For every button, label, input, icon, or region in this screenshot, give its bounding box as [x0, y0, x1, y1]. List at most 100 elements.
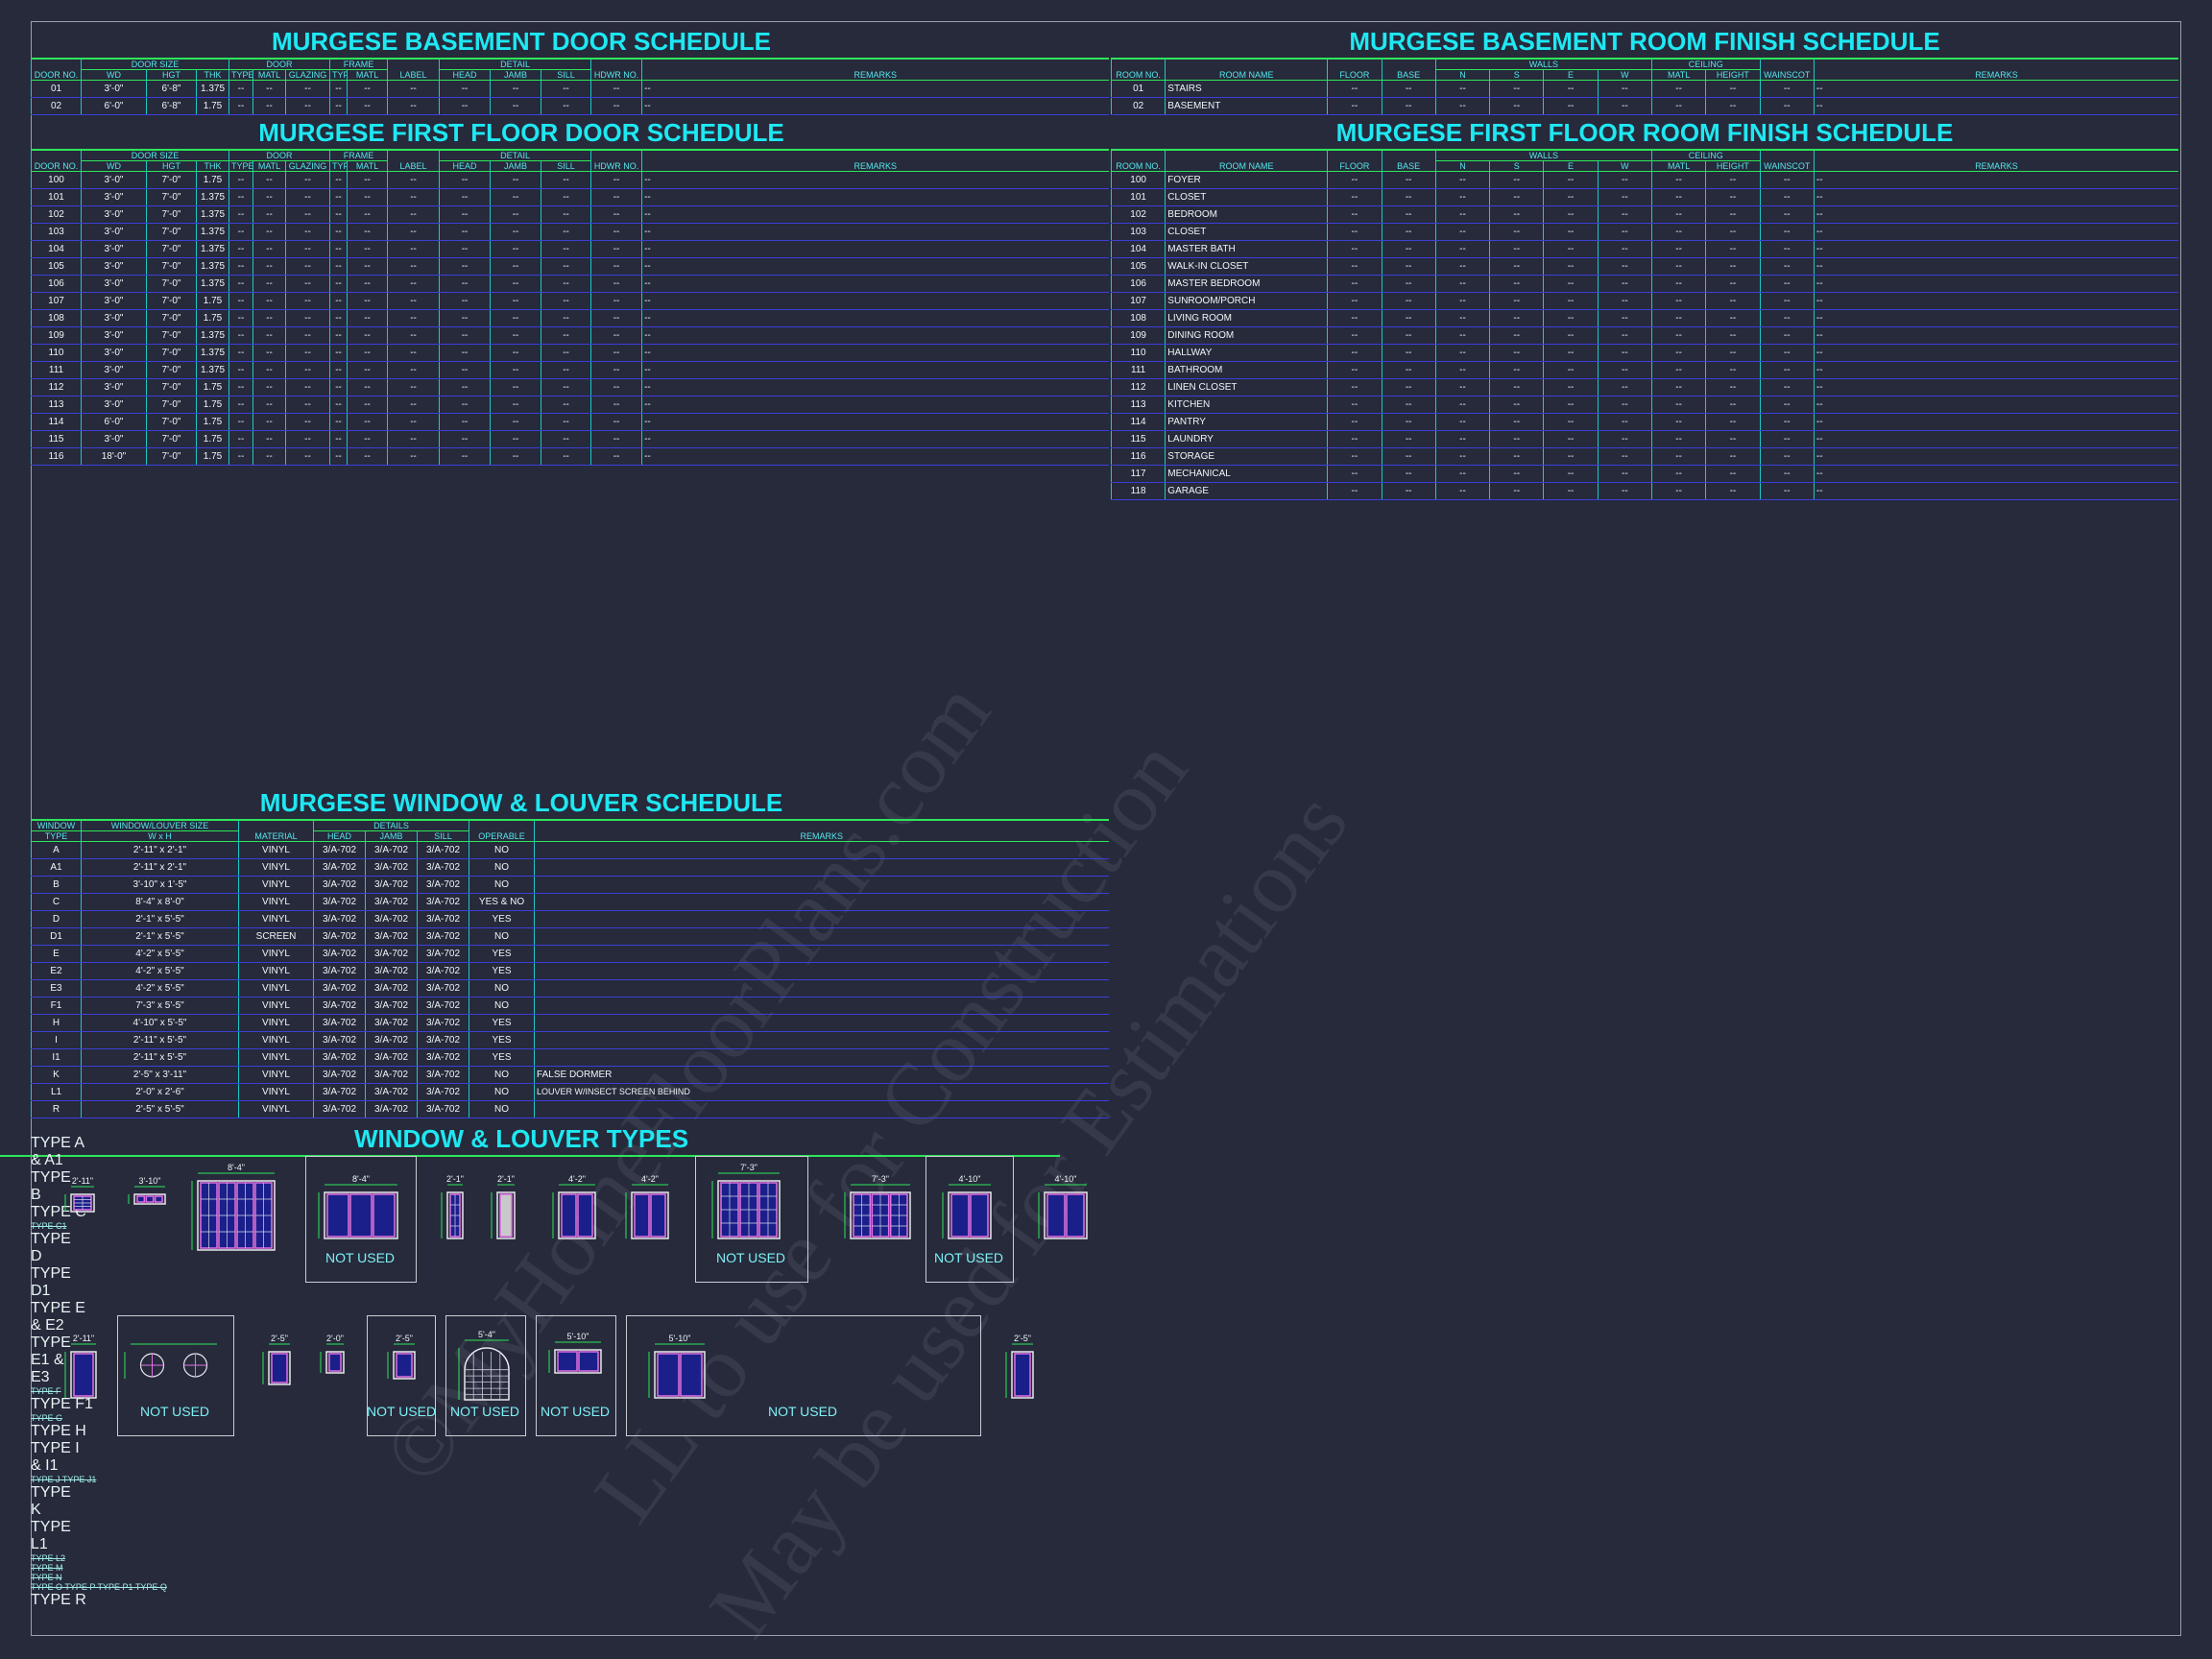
cell: --	[1705, 447, 1761, 466]
cell: --	[329, 361, 348, 379]
cell: 107	[31, 292, 82, 310]
cell: --	[439, 361, 491, 379]
cell: 3'-0"	[81, 257, 147, 276]
cell: --	[252, 378, 286, 397]
cell: --	[387, 309, 440, 327]
column-header: MATL	[1650, 160, 1706, 172]
cell: --	[228, 171, 253, 189]
cell: --	[541, 344, 591, 362]
cell: --	[284, 378, 330, 397]
window-type-label: TYPE D	[31, 1231, 71, 1264]
cell: --	[490, 378, 541, 397]
room-number-cell: 02	[1110, 97, 1166, 115]
cell: --	[439, 344, 491, 362]
cell: --	[1381, 465, 1436, 483]
cell: --	[329, 430, 348, 448]
cell: --	[1597, 309, 1652, 327]
window-type-label: TYPE C1	[31, 1221, 67, 1231]
column-header: N	[1434, 69, 1490, 81]
cell: 101	[31, 188, 82, 206]
cell: --	[439, 240, 491, 258]
cell: NO	[469, 841, 535, 859]
column-header: WD	[81, 69, 147, 81]
cell: --	[590, 413, 642, 431]
room-name-cell: STAIRS	[1165, 80, 1328, 98]
cell: --	[284, 361, 330, 379]
column-header: TYPE	[329, 160, 348, 172]
cell: 7'-0"	[146, 378, 197, 397]
room-name-cell: MECHANICAL	[1165, 465, 1328, 483]
cell: --	[1381, 344, 1436, 362]
cell: 2'-5" x 3'-11"	[81, 1066, 239, 1084]
window-type-label: TYPE H	[31, 1423, 86, 1439]
room-number-cell: 118	[1110, 482, 1166, 500]
cell: A	[31, 841, 82, 859]
cell: 3/A-702	[313, 910, 366, 928]
cell: YES	[469, 1048, 535, 1067]
cell: 3/A-702	[313, 858, 366, 877]
cell: --	[387, 97, 440, 115]
header-frame: FRAME	[329, 149, 388, 161]
remarks-cell: --	[1813, 344, 2178, 362]
cell: --	[284, 344, 330, 362]
room-name-cell: SUNROOM/PORCH	[1165, 292, 1328, 310]
cell: 3'-0"	[81, 223, 147, 241]
cell: --	[1381, 257, 1436, 276]
cell: --	[490, 413, 541, 431]
column-header: MATERIAL	[238, 830, 314, 842]
cell: 111	[31, 361, 82, 379]
room-name-cell: HALLWAY	[1165, 344, 1328, 362]
cell: --	[347, 205, 388, 224]
window-type-label: TYPE I & I1	[31, 1440, 80, 1474]
cell: --	[1327, 80, 1382, 98]
cell: --	[1597, 275, 1652, 293]
cell: 6'-8"	[146, 97, 197, 115]
cell: --	[590, 430, 642, 448]
cell: --	[439, 223, 491, 241]
remarks-cell: --	[1813, 80, 2178, 98]
cell: --	[1434, 413, 1490, 431]
cell: --	[1543, 97, 1599, 115]
cell: --	[1759, 396, 1815, 414]
column-header: WD	[81, 160, 147, 172]
cell: 3'-0"	[81, 361, 147, 379]
column-header: E	[1543, 160, 1599, 172]
cell: 3'-0"	[81, 275, 147, 293]
cell: --	[228, 188, 253, 206]
cell: C	[31, 893, 82, 911]
svg-text:4'-10": 4'-10"	[1055, 1174, 1077, 1184]
cell: --	[1759, 240, 1815, 258]
cell: --	[1597, 430, 1652, 448]
column-header: DOOR NO.	[31, 69, 82, 81]
cell: --	[1650, 344, 1706, 362]
cell: YES	[469, 1031, 535, 1049]
cell: --	[387, 188, 440, 206]
cell: --	[1434, 344, 1490, 362]
cell: --	[387, 275, 440, 293]
cell: --	[387, 240, 440, 258]
cell: YES	[469, 1014, 535, 1032]
cell: --	[1705, 257, 1761, 276]
room-number-cell: 110	[1110, 344, 1166, 362]
cell: 2'-1" x 5'-5"	[81, 910, 239, 928]
cell: 1.75	[196, 447, 229, 466]
cell: --	[1434, 465, 1490, 483]
header-blank	[1165, 58, 1328, 70]
cell: --	[228, 447, 253, 466]
not-used-box	[367, 1315, 436, 1436]
column-header: GLAZING	[284, 69, 330, 81]
cell: VINYL	[238, 1066, 314, 1084]
cell: VINYL	[238, 858, 314, 877]
cell: --	[1489, 361, 1544, 379]
cell: 1.375	[196, 223, 229, 241]
